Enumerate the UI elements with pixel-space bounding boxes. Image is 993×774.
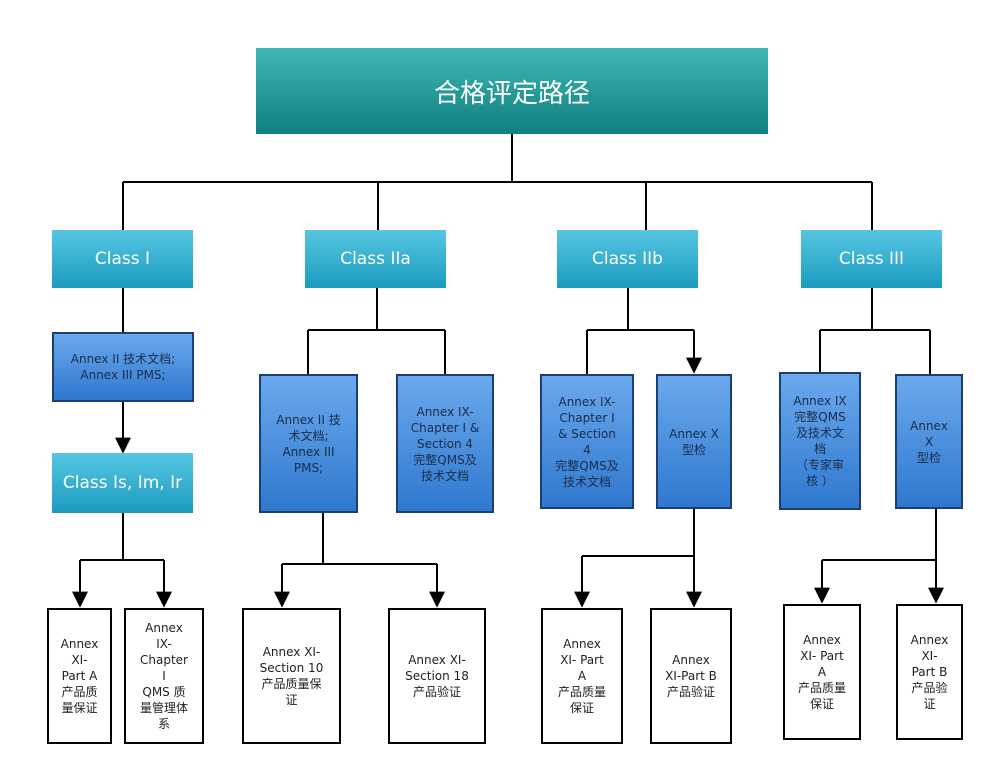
class-iii-annex-x-node: Annex X 型检 — [895, 374, 963, 509]
class-iii-annex-xi-part-b-leaf: Annex XI- Part B 产品验 证 — [896, 604, 963, 740]
class-iia-annex-xi-section-18-leaf: Annex XI- Section 18 产品验证 — [388, 608, 486, 744]
class-iib-box: Class IIb — [557, 230, 698, 288]
class-iia-annex-ix-node: Annex IX- Chapter I & Section 4 完整QMS及 技… — [396, 374, 494, 513]
class-iib-annex-x-node: Annex X 型检 — [656, 374, 732, 509]
class-i-annex-ix-qms-leaf: Annex IX- Chapter I QMS 质 量管理体 系 — [124, 608, 204, 744]
class-iia-annex-xi-section-10-leaf: Annex XI- Section 10 产品质量保 证 — [242, 608, 341, 744]
class-iii-annex-xi-part-a-leaf: Annex XI- Part A 产品质量 保证 — [783, 604, 861, 740]
class-is-im-ir-box: Class Is, Im, Ir — [52, 453, 193, 513]
class-iib-annex-xi-part-a-leaf: Annex XI- Part A 产品质量 保证 — [541, 608, 623, 744]
class-i-annex-ii-iii-node: Annex II 技术文档; Annex III PMS; — [52, 332, 194, 402]
class-iia-annex-ii-iii-node: Annex II 技 术文档; Annex III PMS; — [259, 374, 358, 513]
class-iib-annex-ix-node: Annex IX- Chapter I & Section 4 完整QMS及 技… — [540, 374, 634, 509]
class-i-annex-xi-part-a-leaf: Annex XI- Part A 产品质 量保证 — [47, 608, 112, 744]
class-i-box: Class I — [52, 230, 193, 288]
diagram-title: 合格评定路径 — [256, 48, 768, 134]
class-iib-annex-xi-part-b-leaf: Annex XI-Part B 产品验证 — [650, 608, 732, 744]
class-iii-annex-ix-node: Annex IX 完整QMS 及技术文 档 （专家审 核 ） — [779, 372, 861, 510]
class-iia-box: Class IIa — [305, 230, 446, 288]
class-iii-box: Class III — [801, 230, 942, 288]
